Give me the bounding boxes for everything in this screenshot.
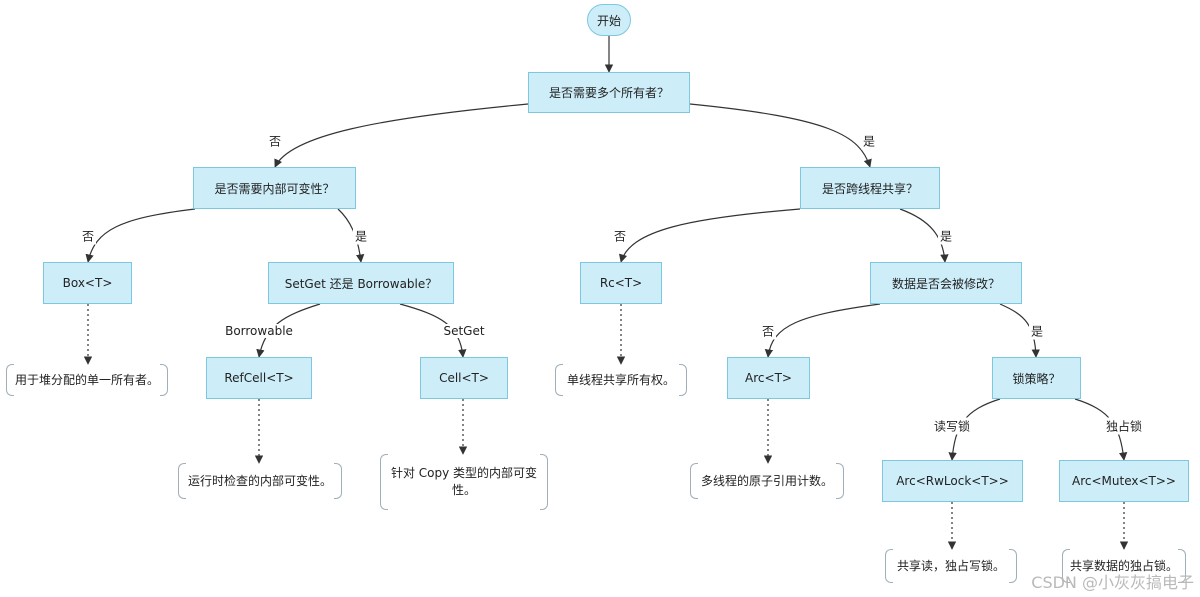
note-brace-right: [679, 364, 687, 396]
edge-label-yes: 是: [860, 132, 878, 150]
decision-cross-thread: 是否跨线程共享？: [800, 167, 940, 209]
edge-modify-no: [764, 303, 881, 358]
note-brace-left: [178, 463, 186, 499]
edge-multi-owner-yes: [689, 103, 872, 168]
note-arc-rwlock: 共享读，独占写锁。: [885, 549, 1017, 583]
note-rc: 单线程共享所有权。: [555, 364, 687, 396]
note-cell: 针对 Copy 类型的内部可变 性。: [380, 454, 548, 510]
note-text: 多线程的原子引用计数。: [700, 473, 833, 488]
note-text: 运行时检查的内部可变性。: [187, 473, 332, 488]
edge-label-yes: 是: [1028, 322, 1046, 340]
edge-label-no: 否: [79, 227, 97, 245]
edge-interior-yes: [337, 208, 365, 263]
edge-cross-thread-yes: [899, 208, 949, 263]
edge-modify-yes: [999, 303, 1040, 358]
decision-data-modified: 数据是否会被修改？: [870, 262, 1022, 304]
note-refcell: 运行时检查的内部可变性。: [178, 463, 342, 499]
edge-label-no: 否: [611, 227, 629, 245]
note-brace-left: [6, 364, 14, 396]
edge-label-yes: 是: [937, 227, 955, 245]
note-brace-right: [836, 463, 844, 499]
edge-label-yes: 是: [352, 227, 370, 245]
note-brace-left: [885, 549, 893, 583]
rc-node: Rc<T>: [580, 262, 662, 304]
edge-label-no: 否: [266, 132, 284, 150]
note-text: 共享读，独占写锁。: [896, 558, 1005, 573]
note-text: 单线程共享所有权。: [566, 372, 675, 387]
note-brace-right: [1178, 549, 1186, 583]
edge-label-rw-lock: 读写锁: [931, 417, 973, 435]
arc-node: Arc<T>: [727, 357, 810, 399]
edge-label-no: 否: [759, 322, 777, 340]
note-brace-right: [1009, 549, 1017, 583]
edge-label-exclusive-lock: 独占锁: [1103, 417, 1145, 435]
arc-mutex-node: Arc<Mutex<T>>: [1059, 460, 1189, 502]
cell-node: Cell<T>: [420, 357, 508, 399]
edge-setget-borrowable: [256, 303, 321, 358]
decision-lock-strategy: 锁策略？: [992, 357, 1081, 399]
edge-cross-thread-no: [619, 208, 801, 263]
note-brace-left: [555, 364, 563, 396]
decision-interior-mutability: 是否需要内部可变性？: [193, 167, 356, 209]
note-brace-left: [690, 463, 698, 499]
note-text-line1: 针对 Copy 类型的内部可变: [390, 466, 538, 480]
note-text: 共享数据的独占锁。: [1069, 558, 1178, 573]
note-brace-right: [334, 463, 342, 499]
note-text-line2: 性。: [451, 483, 476, 497]
refcell-node: RefCell<T>: [206, 357, 312, 399]
edge-label-setget: SetGet: [441, 324, 487, 338]
edge-setget-setget: [399, 303, 467, 358]
note-brace-left: [380, 454, 388, 510]
watermark: CSDN @小灰灰搞电子: [1031, 573, 1194, 592]
box-node: Box<T>: [43, 262, 132, 304]
edge-label-borrowable: Borrowable: [223, 324, 295, 338]
note-text: 用于堆分配的单一所有者。: [14, 372, 159, 387]
decision-setget-or-borrowable: SetGet 还是 Borrowable？: [268, 262, 454, 304]
edge-interior-no: [85, 208, 196, 263]
note-box: 用于堆分配的单一所有者。: [6, 364, 168, 396]
decision-multi-owner: 是否需要多个所有者？: [528, 72, 690, 113]
edge-multi-owner-no: [274, 103, 529, 168]
note-brace-left: [1062, 549, 1070, 583]
note-brace-right: [540, 454, 548, 510]
note-brace-right: [160, 364, 168, 396]
note-arc: 多线程的原子引用计数。: [690, 463, 844, 499]
note-arc-mutex: 共享数据的独占锁。: [1062, 549, 1186, 583]
start-node: 开始: [587, 4, 631, 36]
arc-rwlock-node: Arc<RwLock<T>>: [882, 460, 1023, 502]
